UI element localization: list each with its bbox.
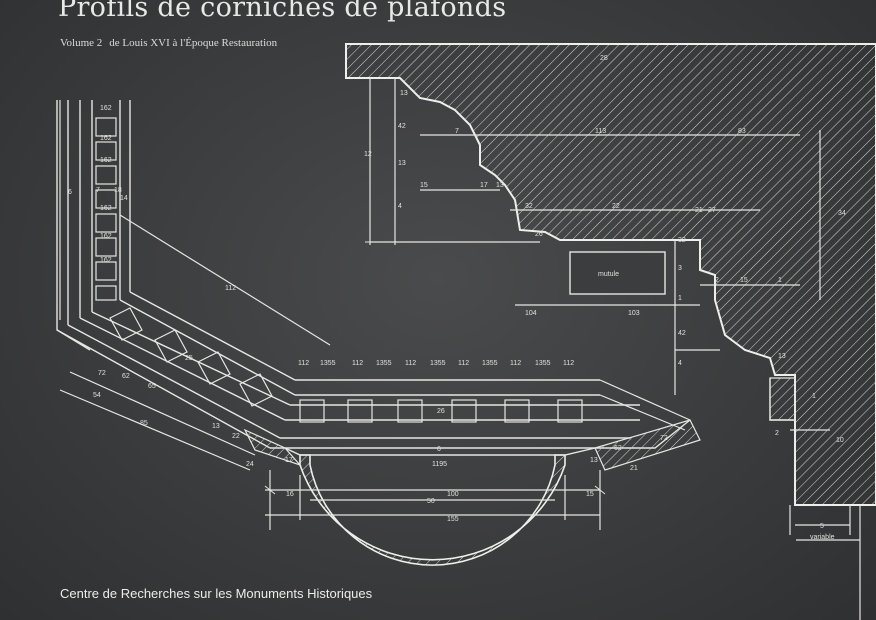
dim-label: 1355 xyxy=(376,360,392,367)
dim-label: 103 xyxy=(628,310,640,317)
dim-label: 15 xyxy=(420,182,428,189)
dim-label: 1195 xyxy=(432,461,447,468)
dim-label: 112 xyxy=(563,360,574,367)
dim-label: 13 xyxy=(212,423,220,430)
dim-label: 16 xyxy=(286,491,294,498)
ceiling-section-hatch xyxy=(345,43,876,506)
dim-label: 85 xyxy=(140,420,148,427)
dim-label: 100 xyxy=(447,491,459,498)
dim-label: 72 xyxy=(98,370,106,377)
dim-label: 27 xyxy=(708,207,716,214)
dim-label: 113 xyxy=(595,128,606,135)
dim-label: 15 xyxy=(586,491,594,498)
dim-label: 6 xyxy=(437,446,441,453)
dim-label: 112 xyxy=(352,360,363,367)
dim-label: 25 xyxy=(185,355,193,362)
dim-label: 104 xyxy=(525,310,537,317)
cover-subtitle: Volume 2 de Louis XVI à l'Époque Restaura… xyxy=(60,37,277,49)
dim-label: 1355 xyxy=(535,360,551,367)
dim-label: 5 xyxy=(820,523,824,530)
dim-label: 7 xyxy=(96,187,100,194)
dim-label: 10 xyxy=(836,437,844,444)
dim-label: 13 xyxy=(778,353,786,360)
horizontal-coffer-band xyxy=(270,379,691,449)
dim-label: 4 xyxy=(678,360,682,367)
dim-label: 14 xyxy=(120,195,128,202)
dim-label: 13 xyxy=(400,90,408,97)
dim-label: 6 xyxy=(68,189,72,196)
dim-label: 50 xyxy=(427,498,435,505)
dim-label: 72 xyxy=(660,435,668,442)
dim-label: 162 xyxy=(100,135,112,142)
half-round-section xyxy=(299,454,566,566)
volume-number: Volume 2 xyxy=(60,37,103,49)
volume-period: de Louis XVI à l'Époque Restauration xyxy=(109,37,278,49)
dim-label: 1 xyxy=(678,295,682,302)
diagonal-section xyxy=(56,291,296,449)
dim-label: 32 xyxy=(525,203,533,210)
dim-label: 18 xyxy=(114,187,122,194)
dim-label: 22 xyxy=(612,203,620,210)
dim-top-width: 28 xyxy=(600,55,608,62)
horizontal-coffers xyxy=(299,399,583,423)
dim-label: 42 xyxy=(678,330,686,337)
cover-title: Profils de corniches de plafonds xyxy=(58,0,507,23)
dim-label: 2 xyxy=(775,430,779,437)
dim-label: 162 xyxy=(100,257,112,264)
dim-label: 12 xyxy=(364,151,372,158)
dim-label: 21 xyxy=(630,465,638,472)
dim-label: 65 xyxy=(148,383,156,390)
dim-label: 3 xyxy=(678,265,682,272)
dim-label: 26 xyxy=(437,408,445,415)
dim-label: 162 xyxy=(100,205,112,212)
dim-label: 13 xyxy=(398,160,406,167)
dim-label: 112 xyxy=(225,285,236,292)
dim-label: 15 xyxy=(740,277,748,284)
dim-label: 112 xyxy=(458,360,469,367)
mutule-label: mutule xyxy=(598,271,619,278)
dim-label: 26 xyxy=(535,231,543,238)
mutule-block xyxy=(569,251,666,295)
dim-label: 17 xyxy=(480,182,488,189)
dim-label: 1 xyxy=(812,393,816,400)
variable-label: variable xyxy=(810,534,835,541)
dim-label: 1355 xyxy=(320,360,336,367)
dim-label: 112 xyxy=(510,360,521,367)
dim-label: 4 xyxy=(398,203,402,210)
dim-label: 112 xyxy=(298,360,309,367)
diagonal-coffers xyxy=(109,307,273,407)
dim-label: 32 xyxy=(678,237,686,244)
dim-label: 162 xyxy=(100,233,112,240)
dim-label: 62 xyxy=(122,373,130,380)
dim-label: 2 xyxy=(715,277,719,284)
dim-label: 22 xyxy=(232,433,240,440)
dim-label: 13 xyxy=(590,457,598,464)
dim-label: 83 xyxy=(738,128,746,135)
dim-label: 1 xyxy=(778,277,782,284)
dim-label: 162 xyxy=(100,105,112,112)
dim-label: 155 xyxy=(447,516,459,523)
dim-label: 54 xyxy=(93,392,101,399)
dim-label: 162 xyxy=(100,157,112,164)
publisher-name: Centre de Recherches sur les Monuments H… xyxy=(60,586,373,601)
dim-label: 34 xyxy=(838,210,846,217)
vertical-coffers xyxy=(95,117,117,301)
dim-label: 17 xyxy=(285,457,293,464)
dim-label: 1355 xyxy=(482,360,498,367)
dim-label: 42 xyxy=(398,123,406,130)
dim-label: 1355 xyxy=(430,360,446,367)
dim-label: 13 xyxy=(496,182,504,189)
dim-label: 24 xyxy=(246,461,254,468)
dim-label: 112 xyxy=(405,360,416,367)
dim-label: 62 xyxy=(614,445,622,452)
dim-label: 7 xyxy=(455,128,459,135)
dim-label: 21 xyxy=(695,207,703,214)
